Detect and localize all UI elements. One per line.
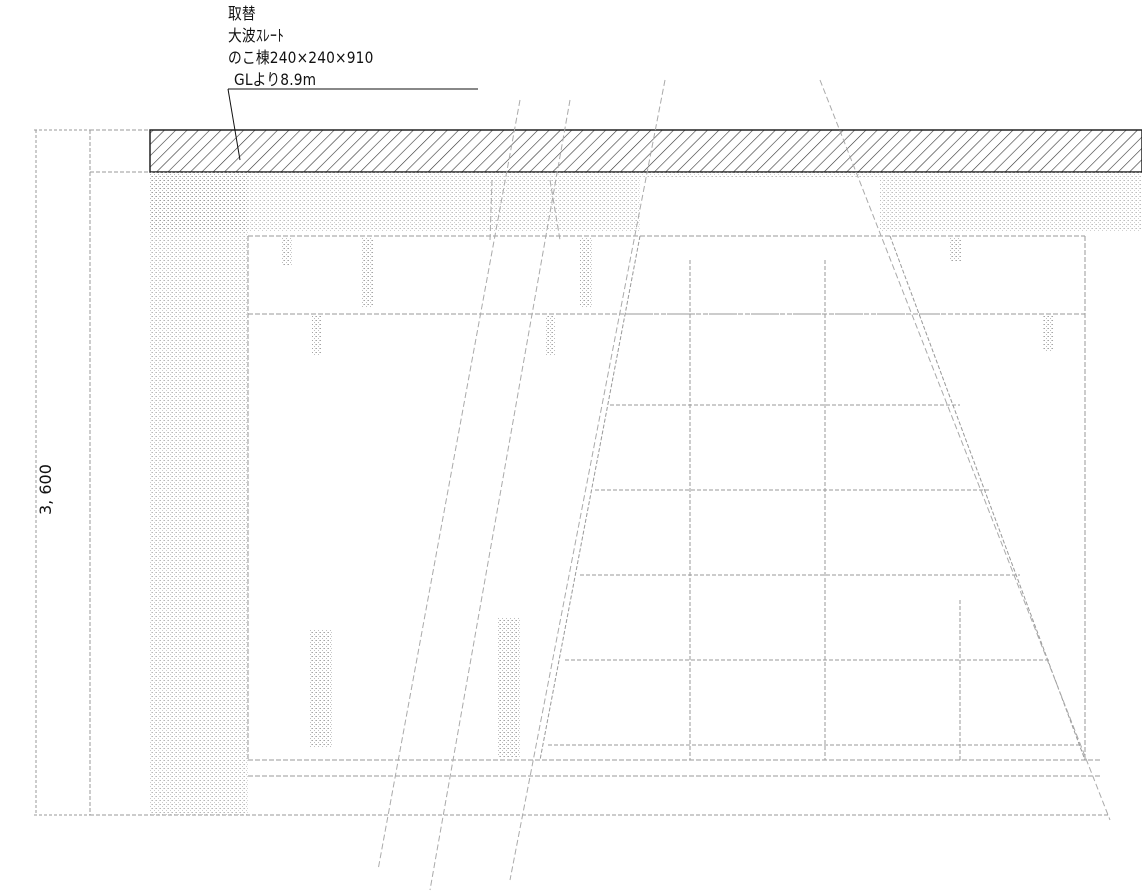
interior-frame xyxy=(247,235,1100,777)
projection-lines xyxy=(377,79,1111,891)
leader-line xyxy=(227,88,478,161)
stain-patches xyxy=(282,238,1053,758)
roof-ridge-hatched xyxy=(149,129,1142,173)
annotation-line-1: 取替 xyxy=(228,4,256,23)
annotation-line-3: のこ棟240×240×910 xyxy=(228,48,374,67)
window-grid xyxy=(539,235,1086,761)
wall-outline xyxy=(89,129,1110,816)
dimension-line xyxy=(34,129,92,816)
stippled-column xyxy=(150,172,248,815)
annotation-line-2: 大波ｽﾚｰﾄ xyxy=(228,26,285,45)
beam-gap xyxy=(640,178,880,232)
annotation-line-4: GLより8.9m xyxy=(234,70,317,89)
height-dimension-label: 3, 600 xyxy=(36,464,55,515)
